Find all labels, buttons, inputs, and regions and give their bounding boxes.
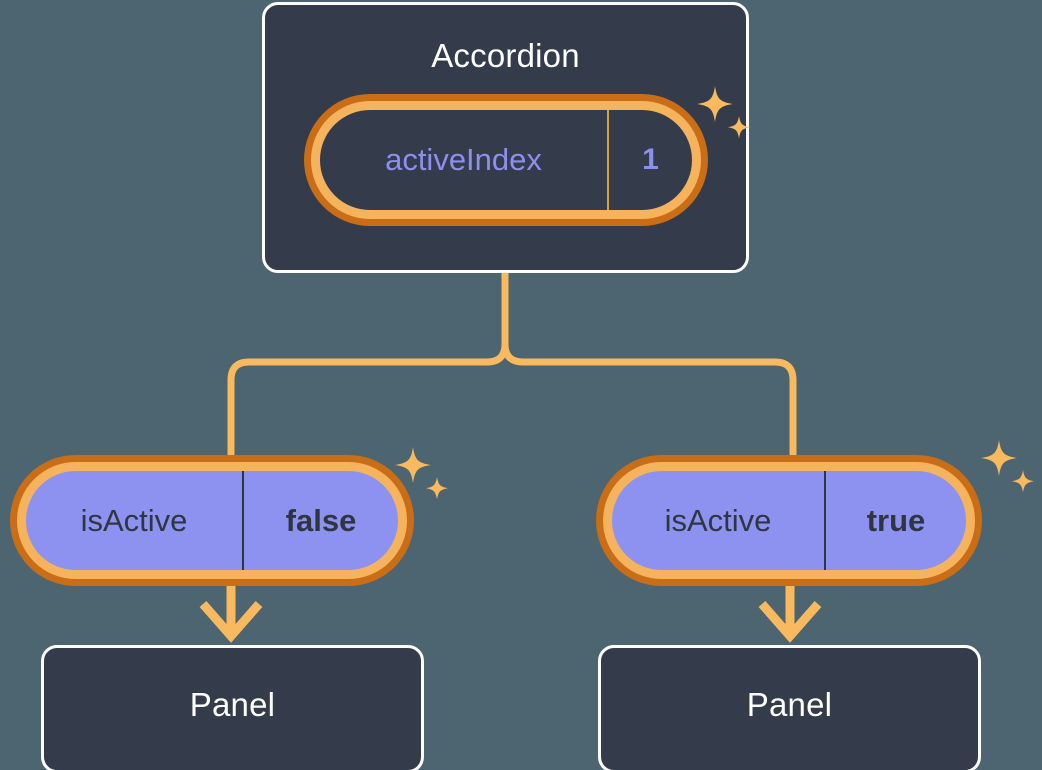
state-value-isactive-left: false: [242, 471, 398, 570]
sparkle-icon: [978, 438, 1038, 500]
state-name-activeindex: activeIndex: [385, 142, 542, 177]
arrow-left-pill-to-panel: [199, 580, 263, 643]
state-value-isactive-right: true: [824, 471, 966, 570]
state-pill-activeindex[interactable]: activeIndex 1: [311, 101, 701, 219]
state-pill-isactive-false[interactable]: isActive false: [17, 462, 407, 579]
state-value-activeindex: 1: [607, 110, 692, 210]
accordion-title: Accordion: [431, 37, 580, 74]
state-pill-isactive-true[interactable]: isActive true: [603, 462, 975, 579]
edge-root-to-right: [501, 269, 797, 464]
arrow-right-pill-to-panel: [758, 580, 822, 643]
edge-root-to-left: [227, 340, 509, 464]
component-node-panel-left[interactable]: Panel: [41, 645, 424, 770]
state-name-isactive-left: isActive: [80, 502, 188, 538]
state-name-isactive-right: isActive: [664, 502, 772, 538]
component-node-panel-right[interactable]: Panel: [598, 645, 981, 770]
panel-right-title: Panel: [746, 686, 833, 723]
panel-left-title: Panel: [189, 686, 276, 723]
